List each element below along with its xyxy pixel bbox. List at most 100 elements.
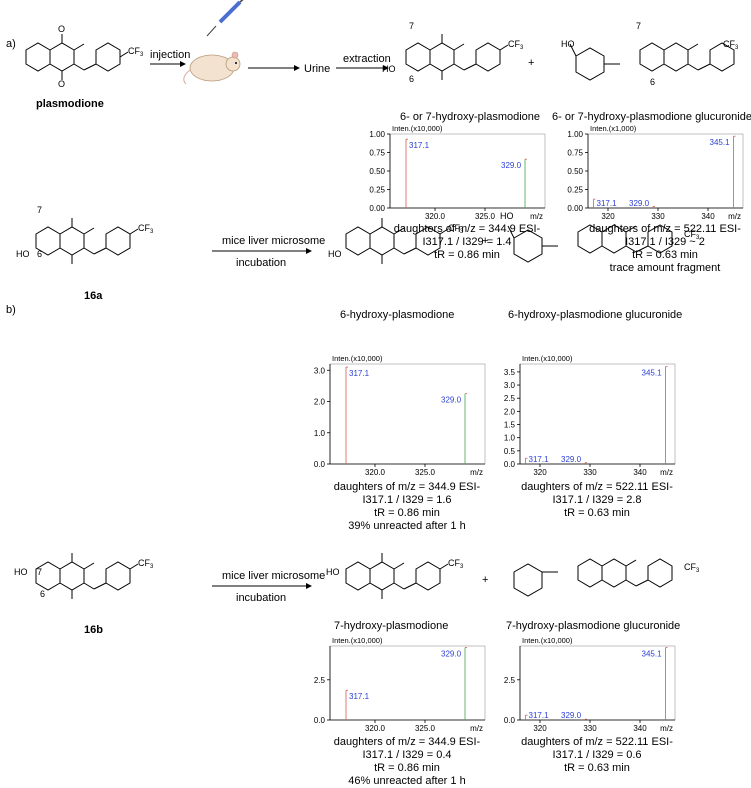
y-tick-label: 3.0	[314, 366, 326, 375]
cf-label: CF	[684, 562, 696, 572]
plus-sign: +	[528, 57, 534, 69]
compound-name: 6-hydroxy-plasmodione	[340, 309, 454, 321]
caption-line: I317.1 / I329 = 1.4	[423, 236, 512, 248]
position-7: 7	[636, 21, 641, 31]
y-tick-label: 2.5	[504, 676, 516, 685]
x-tick-label: 330	[651, 212, 665, 221]
y-tick-label: 0.5	[504, 447, 516, 456]
peak-label: 329.0	[441, 396, 462, 405]
glucuronide-structure	[569, 42, 735, 81]
x-tick-label: 320	[601, 212, 615, 221]
ho-label: HO	[328, 249, 342, 259]
position-7: 7	[409, 21, 414, 31]
compound-name: 7-hydroxy-plasmodione glucuronide	[506, 620, 680, 632]
x-unit-label: m/z	[530, 212, 543, 221]
spectrum-a1: Inten.(x10,000)0.000.250.500.751.00320.0…	[369, 124, 546, 221]
caption-line: I317.1 / I329 ~ 2	[625, 236, 705, 248]
y-tick-label: 0.0	[504, 716, 516, 725]
y-tick-label: 0.00	[567, 204, 583, 213]
y-tick-label: 2.0	[504, 407, 516, 416]
plasmodione-structure	[25, 34, 129, 80]
y-tick-label: 1.0	[314, 429, 326, 438]
x-unit-label: m/z	[660, 468, 673, 477]
intensity-label: Inten.(x10,000)	[332, 636, 383, 645]
compound-16b-structure	[35, 553, 139, 599]
position-6: 6	[40, 589, 45, 599]
position-7: 7	[37, 205, 42, 215]
caption-line: daughters of m/z = 344.9 ESI-	[334, 481, 481, 493]
peak-label: 317.1	[529, 711, 550, 720]
x-unit-label: m/z	[470, 468, 483, 477]
caption-line: I317.1 / I329 = 0.6	[553, 749, 642, 761]
position-6: 6	[37, 249, 42, 259]
plot-frame	[329, 645, 486, 721]
plot-frame	[329, 363, 486, 465]
caption-line: I317.1 / I329 = 0.4	[363, 749, 452, 761]
y-tick-label: 2.5	[504, 394, 516, 403]
x-unit-label: m/z	[660, 724, 673, 733]
6-glucuronide-structure	[507, 224, 673, 263]
caption-line: 46% unreacted after 1 h	[348, 775, 465, 787]
compound-16a-label: 16a	[84, 290, 103, 302]
cf-label: CF	[448, 558, 460, 568]
arrow-head	[383, 65, 389, 71]
spectrum-b1b: Inten.(x10,000)0.00.51.01.52.02.53.03.53…	[504, 354, 676, 477]
ho-label: HO	[561, 39, 575, 49]
y-tick-label: 3.5	[504, 368, 516, 377]
x-tick-label: 325.0	[475, 212, 496, 221]
ho-label: HO	[500, 211, 514, 221]
caption-line: tR = 0.86 min	[434, 249, 500, 261]
plus-sign: +	[482, 235, 488, 247]
caption-line: daughters of m/z = 344.9 ESI-	[394, 223, 541, 235]
intensity-label: Inten.(x10,000)	[332, 354, 383, 363]
7-hydroxy-plasmodione-structure	[345, 553, 449, 599]
cf-label: CF	[684, 229, 696, 239]
y-tick-label: 1.00	[369, 130, 385, 139]
incubation-label: incubation	[236, 257, 286, 269]
y-tick-label: 0.00	[369, 204, 385, 213]
compound-name: 6- or 7-hydroxy-plasmodione glucuronide	[552, 111, 751, 123]
compound-name: 7-hydroxy-plasmodione	[334, 620, 448, 632]
6-hydroxy-plasmodione-structure	[345, 218, 449, 264]
caption-line: trace amount fragment	[610, 262, 721, 274]
microsome-label: mice liver microsome	[222, 570, 325, 582]
peak-label: 317.1	[349, 692, 370, 701]
peak-label: 317.1	[349, 369, 370, 378]
x-tick-label: 340	[633, 724, 647, 733]
peak-label: 329.0	[501, 161, 522, 170]
y-tick-label: 3.0	[504, 381, 516, 390]
caption-line: daughters of m/z = 522.11 ESI-	[589, 223, 741, 235]
arrow-head	[294, 65, 300, 71]
y-tick-label: 0.75	[567, 149, 583, 158]
plasmodione-name: plasmodione	[36, 98, 104, 110]
ho-label: HO	[326, 567, 340, 577]
position-7: 7	[37, 567, 42, 577]
y-tick-label: 0.0	[314, 716, 326, 725]
cf-label: CF	[138, 558, 150, 568]
y-tick-label: 0.50	[369, 167, 385, 176]
ho-label: HO	[16, 249, 30, 259]
x-tick-label: 325.0	[415, 724, 436, 733]
7-glucuronide-structure	[513, 558, 673, 597]
x-tick-label: 340	[633, 468, 647, 477]
peak-label: 329.0	[629, 199, 650, 208]
ho-label: HO	[382, 64, 396, 74]
y-tick-label: 0.25	[369, 186, 385, 195]
ho-label: HO	[14, 567, 28, 577]
y-tick-label: 0.0	[314, 460, 326, 469]
caption-line: I317.1 / I329 = 1.6	[363, 494, 452, 506]
intensity-label: Inten.(x1,000)	[590, 124, 637, 133]
cf-label: CF	[128, 46, 140, 56]
x-tick-label: 325.0	[415, 468, 436, 477]
arrow-head	[306, 583, 312, 589]
syringe-icon	[206, 0, 244, 37]
position-6: 6	[409, 74, 414, 84]
cf-subscript: 3	[735, 45, 739, 51]
y-tick-label: 0.50	[567, 167, 583, 176]
y-tick-label: 1.00	[567, 130, 583, 139]
cf-label: CF	[723, 39, 735, 49]
caption-line: tR = 0.63 min	[632, 249, 698, 261]
peak-label: 329.0	[561, 711, 582, 720]
position-6: 6	[650, 77, 655, 87]
hydroxy-plasmodione-structure	[405, 34, 509, 80]
